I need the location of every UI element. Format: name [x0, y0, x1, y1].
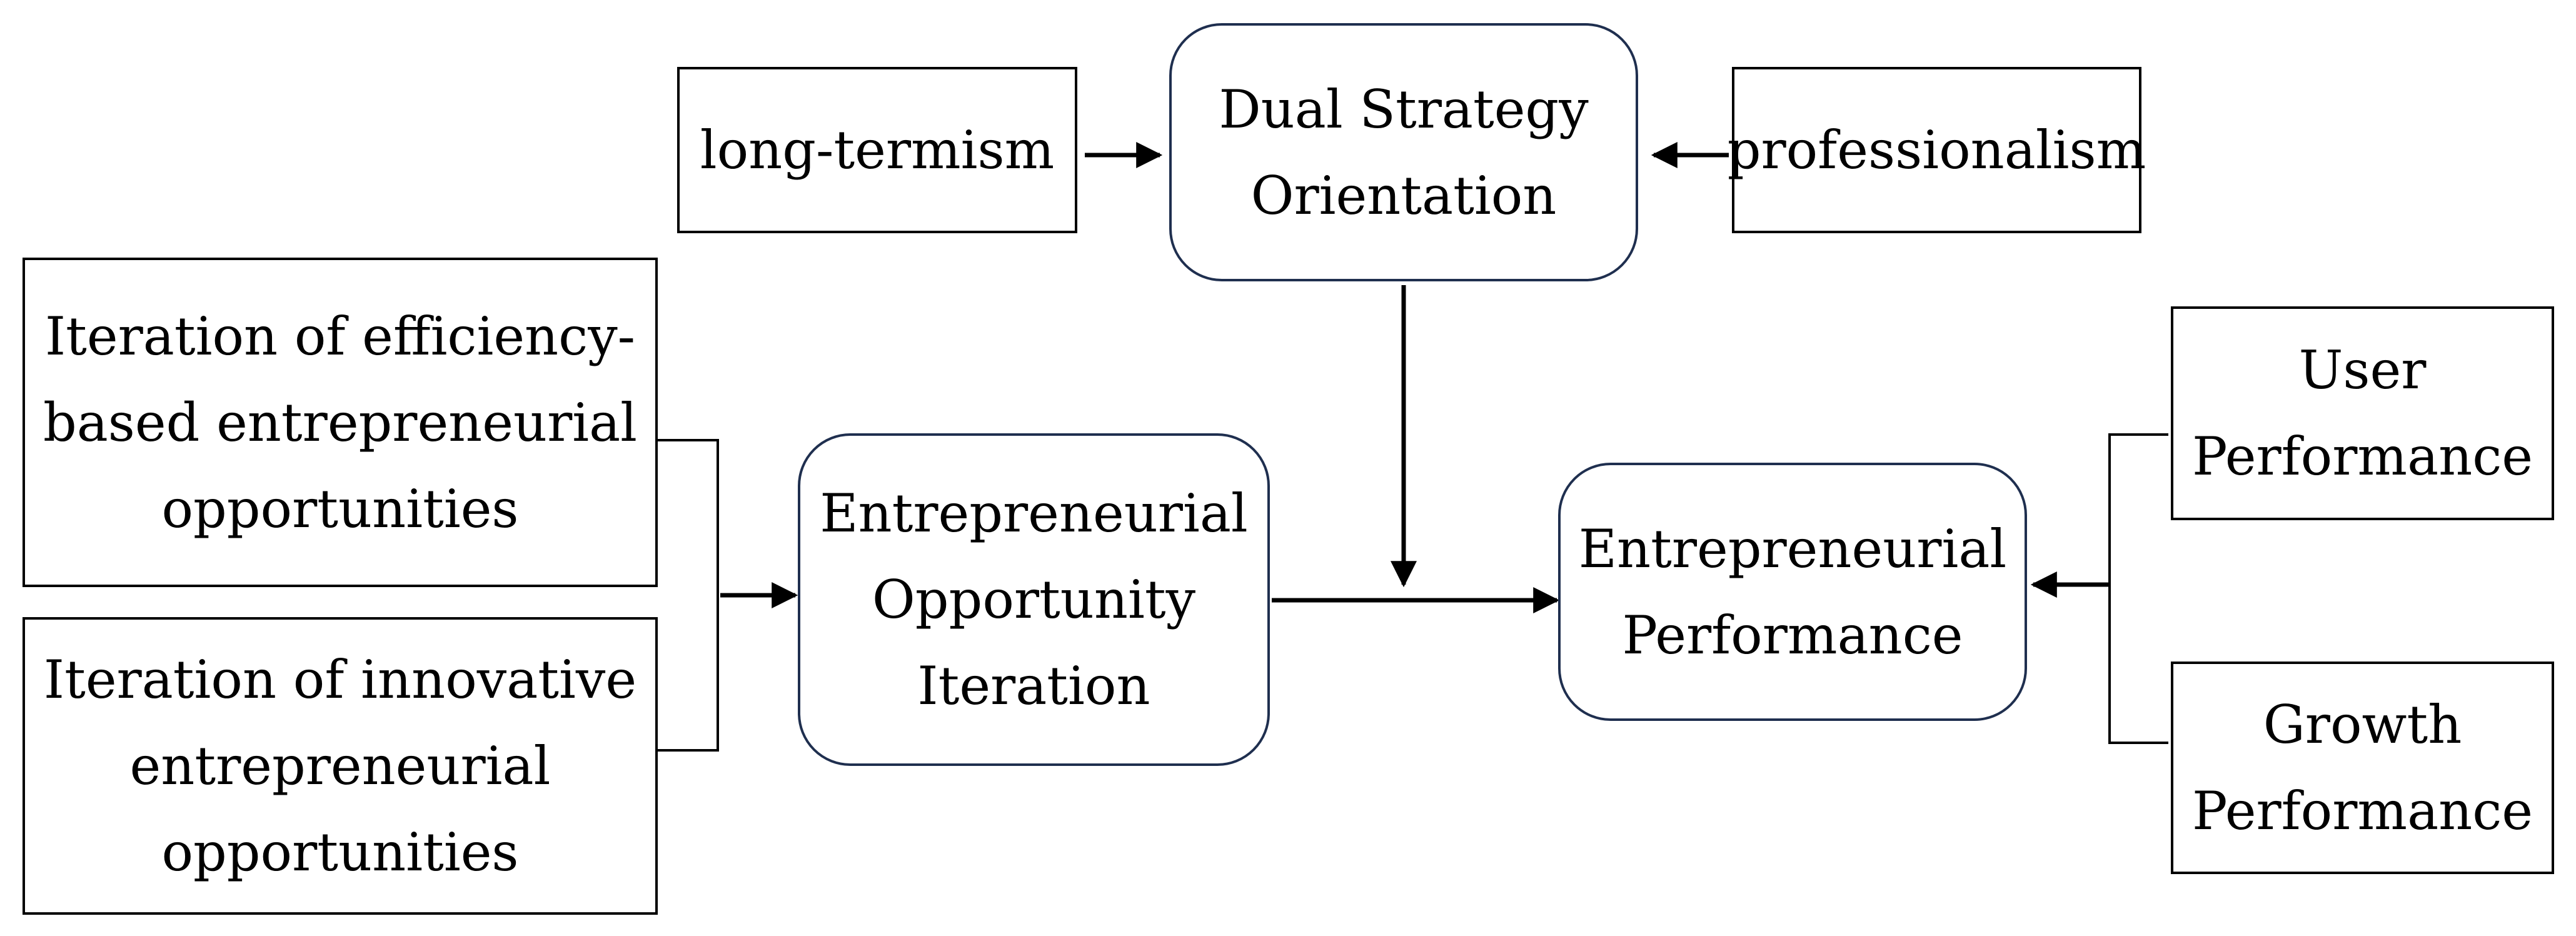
node-efficiency-iteration: Iteration of efficiency- based entrepren…: [23, 258, 658, 587]
node-performance-line-1: Entrepreneurial: [1578, 518, 2007, 580]
bracket-iteration-sources: [658, 439, 719, 752]
node-innovative-iteration: Iteration of innovative entrepreneurial …: [23, 617, 658, 915]
node-user-performance-line-2: Performance: [2191, 426, 2533, 487]
node-opportunity-iteration-line-2: Opportunity: [872, 569, 1196, 630]
node-innovative-iteration-line-1: Iteration of innovative: [43, 649, 637, 710]
node-user-performance: User Performance: [2171, 306, 2554, 520]
node-opportunity-iteration-line-3: Iteration: [917, 655, 1150, 717]
node-efficiency-iteration-line-1: Iteration of efficiency-: [44, 305, 636, 367]
node-entrepreneurial-performance: Entrepreneurial Performance: [1558, 463, 2027, 721]
node-efficiency-iteration-line-3: opportunities: [161, 478, 519, 540]
node-innovative-iteration-line-2: entrepreneurial: [129, 735, 551, 797]
node-performance-line-2: Performance: [1622, 604, 1963, 666]
node-efficiency-iteration-line-2: based entrepreneurial: [43, 391, 638, 453]
node-user-performance-line-1: User: [2298, 340, 2427, 401]
node-long-termism: long-termism: [677, 67, 1077, 233]
node-innovative-iteration-line-3: opportunities: [161, 822, 519, 883]
node-long-termism-label: long-termism: [700, 119, 1055, 181]
node-growth-performance: Growth Performance: [2171, 662, 2554, 874]
node-growth-performance-line-1: Growth: [2263, 694, 2462, 755]
node-professionalism: professionalism: [1728, 67, 2146, 233]
node-professionalism-label: professionalism: [1727, 119, 2146, 181]
bracket-performance-dimensions: [2108, 433, 2168, 744]
node-dual-strategy-line-1: Dual Strategy: [1219, 78, 1589, 140]
node-dual-strategy-orientation: Dual Strategy Orientation: [1169, 23, 1638, 281]
node-growth-performance-line-2: Performance: [2191, 780, 2533, 842]
node-dual-strategy-line-2: Orientation: [1250, 164, 1557, 226]
node-opportunity-iteration: Entrepreneurial Opportunity Iteration: [798, 433, 1270, 766]
node-opportunity-iteration-line-1: Entrepreneurial: [820, 483, 1248, 544]
